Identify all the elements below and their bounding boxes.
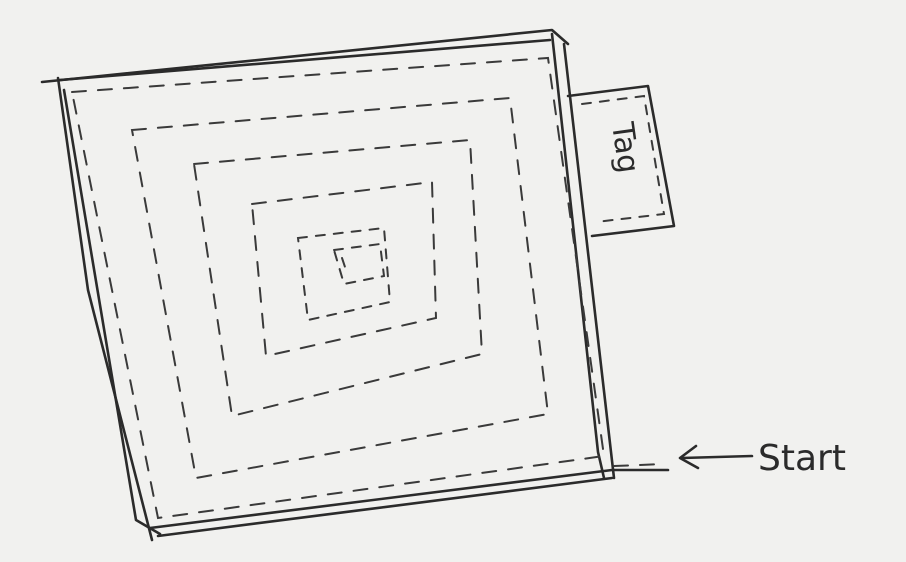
stitch-ring-6 (334, 244, 384, 284)
tag-label: Tag (604, 119, 646, 175)
stitch-start-tail (614, 464, 664, 466)
stitch-ring-2 (132, 98, 548, 478)
quilt-outline (42, 30, 668, 540)
stitch-ring-4 (252, 182, 436, 356)
start-label: Start (758, 438, 846, 479)
stitch-ring-1 (72, 58, 604, 518)
stitch-ring-5 (298, 228, 390, 320)
stitch-ring-3 (194, 140, 482, 416)
stitch-center (342, 258, 346, 270)
quilt-right-edge (552, 34, 604, 478)
quilt-left-edge (58, 78, 152, 540)
start-arrow-shaft (682, 456, 752, 458)
quilt-top-edge-inner (60, 40, 550, 80)
spiral-stitches (72, 58, 664, 518)
quilt-right-edge-outer (564, 44, 614, 478)
start-indicator: Start (680, 438, 846, 479)
quilt-bottom-edge (150, 470, 668, 528)
quilt-left-edge-inner (64, 90, 160, 534)
